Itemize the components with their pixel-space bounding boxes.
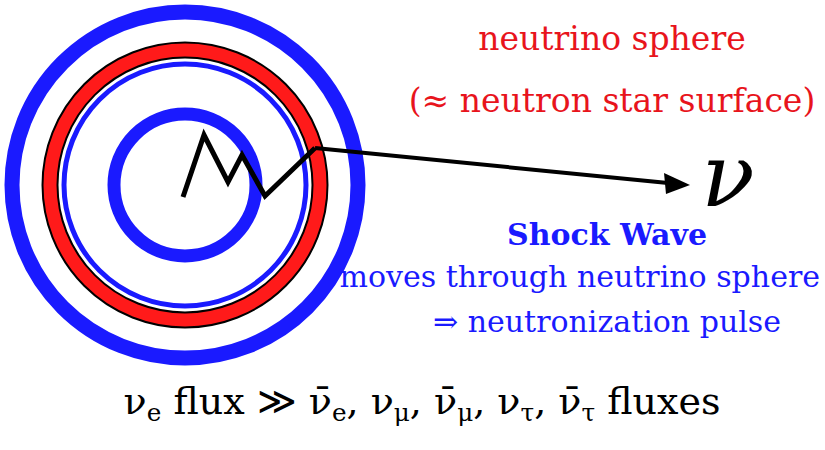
region-title: neutrino sphere	[478, 20, 745, 58]
neutrino-sphere-outline	[50, 50, 320, 320]
flux-relation: νe flux ≫ ν̄e, νμ, ν̄μ, ντ, ν̄τ fluxes	[124, 380, 721, 424]
neutrino-symbol: ν	[701, 125, 755, 226]
escape-arrow-line	[315, 148, 668, 183]
neutrino-sphere-ring	[50, 50, 320, 320]
random-walk-path	[183, 135, 315, 197]
shock-wave-result: ⇒ neutronization pulse	[433, 305, 781, 340]
shock-wave-heading: Shock Wave	[507, 218, 707, 253]
region-note: (≈ neutron star surface)	[409, 82, 816, 120]
escape-arrow-head	[664, 173, 690, 194]
shock-wave-note: moves through neutrino sphere	[340, 260, 820, 295]
outer-shell-ring	[12, 12, 358, 358]
